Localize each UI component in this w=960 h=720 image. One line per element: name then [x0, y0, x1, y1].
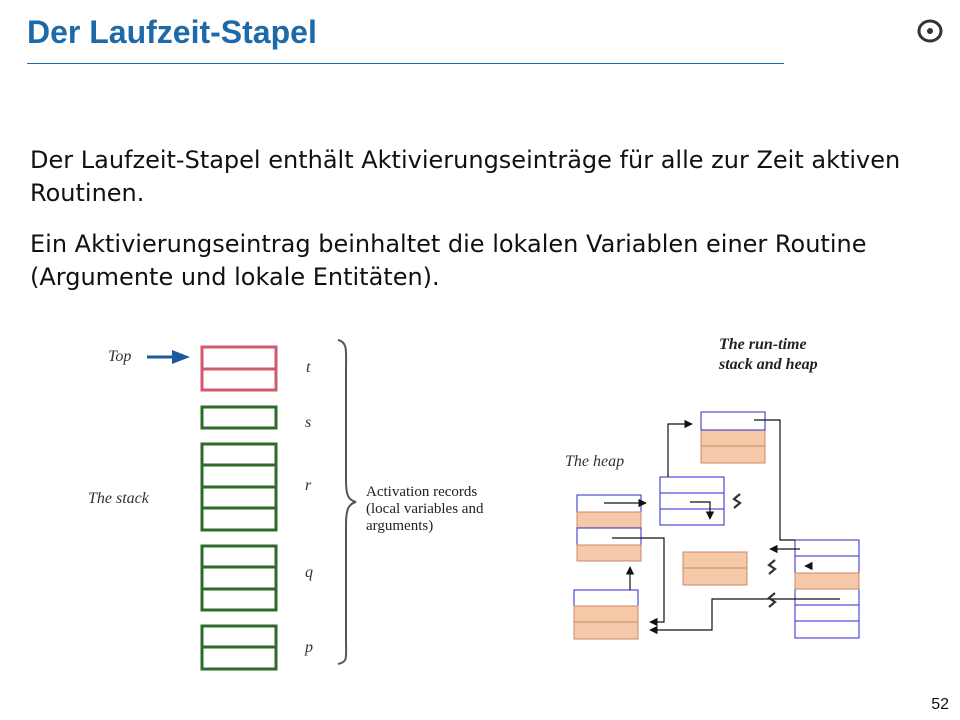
- routine-label-r: r: [305, 477, 312, 494]
- activation-record-p: [200, 624, 278, 671]
- top-arrow: [147, 350, 190, 364]
- heap-label: The heap: [565, 453, 624, 470]
- records-label-line-3: arguments): [366, 518, 433, 534]
- activation-record-q: [200, 544, 278, 612]
- runtime-label-line-2: stack and heap: [718, 356, 818, 373]
- paragraph-activation-record: Ein Aktivierungseintrag beinhaltet die l…: [30, 230, 867, 291]
- runtime-label-line-1: The run-time: [719, 336, 807, 353]
- title-underline: [27, 63, 784, 64]
- activation-record-r: [200, 442, 278, 532]
- records-label-line-2: (local variables and: [366, 501, 484, 517]
- records-label-line-1: Activation records: [366, 484, 477, 500]
- heap-objects: [573, 411, 860, 640]
- paragraph-runtime-stack: Der Laufzeit-Stapel enthält Aktivierungs…: [30, 146, 901, 207]
- activation-record-t: [200, 345, 278, 392]
- records-brace: [337, 339, 357, 665]
- cut-marks: [732, 493, 777, 608]
- activation-record-s: [200, 405, 278, 430]
- top-label: Top: [108, 348, 131, 365]
- routine-label-q: q: [305, 564, 313, 581]
- logo-icon: [917, 19, 943, 43]
- routine-label-t: t: [306, 359, 311, 376]
- page-number: 52: [931, 696, 949, 713]
- slide-title: Der Laufzeit-Stapel: [27, 14, 317, 50]
- routine-label-p: p: [304, 639, 313, 656]
- heap-arrows: [604, 419, 840, 635]
- routine-label-s: s: [305, 414, 311, 431]
- stack-label: The stack: [88, 490, 150, 507]
